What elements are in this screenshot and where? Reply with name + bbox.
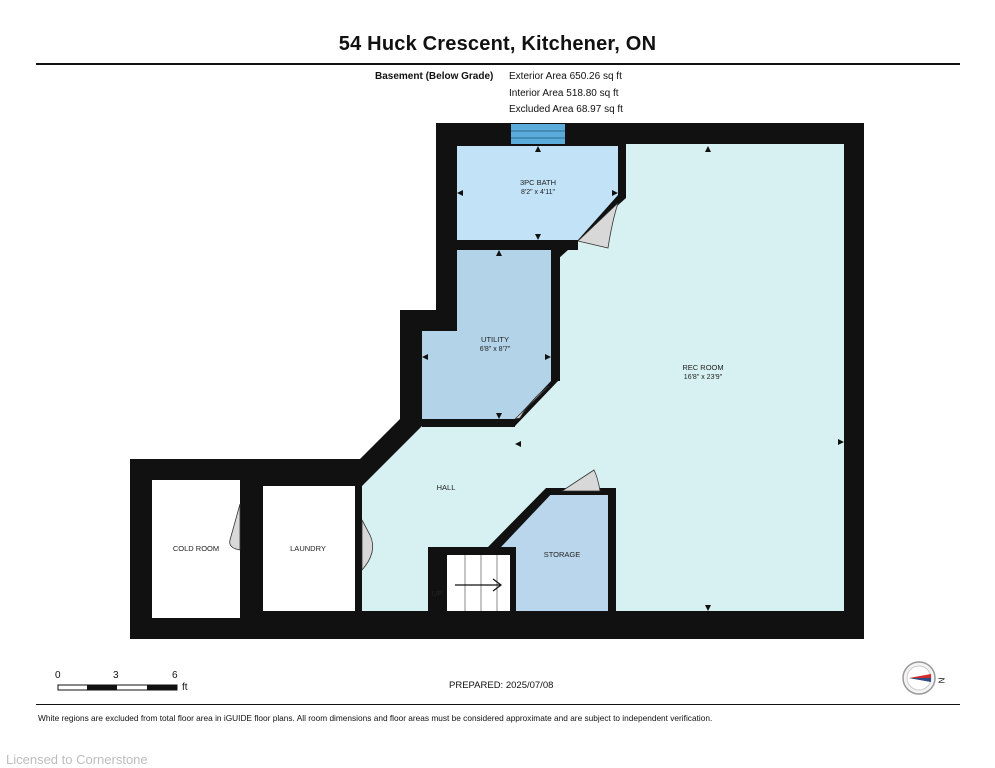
- footer-note: White regions are excluded from total fl…: [38, 713, 713, 723]
- compass-icon: [902, 661, 936, 695]
- laundry-label: LAUNDRY: [290, 544, 326, 553]
- rec-room-label: REC ROOM: [682, 363, 723, 372]
- bath-dims: 8'2" x 4'11": [521, 189, 555, 196]
- utility-label: UTILITY: [481, 335, 509, 344]
- cold-room-label: COLD ROOM: [173, 544, 219, 553]
- footer-rule: [36, 704, 960, 705]
- interior-area: Interior Area 518.80 sq ft: [509, 88, 619, 99]
- stairs: [428, 547, 516, 611]
- stairs-up-label: UP: [432, 589, 442, 598]
- scale-label-0: 0: [55, 670, 61, 681]
- rec-room-dims: 16'8" x 23'9": [684, 374, 723, 381]
- excluded-area: Excluded Area 68.97 sq ft: [509, 104, 623, 115]
- scale-label-6: 6: [172, 670, 178, 681]
- hall-label: HALL: [437, 483, 456, 492]
- cold-room-floor: [152, 480, 240, 618]
- bath-label: 3PC BATH: [520, 178, 556, 187]
- license-watermark: Licensed to Cornerstone: [6, 752, 148, 767]
- compass-north-label: N: [936, 677, 946, 684]
- scale-bar: [57, 684, 178, 691]
- storage-floor: [495, 495, 608, 611]
- utility-floor: [422, 250, 551, 419]
- level-name: Basement (Below Grade): [375, 71, 494, 82]
- interior-walls: [240, 144, 626, 619]
- utility-dims: 6'8" x 8'7": [480, 346, 511, 353]
- plan-title: 54 Huck Crescent, Kitchener, ON: [338, 33, 657, 55]
- window: [511, 124, 565, 144]
- prepared-date: PREPARED: 2025/07/08: [449, 680, 554, 691]
- storage-label: STORAGE: [544, 550, 581, 559]
- exterior-area: Exterior Area 650.26 sq ft: [509, 71, 622, 82]
- scale-label-3: 3: [113, 670, 119, 681]
- title-rule: [36, 63, 960, 65]
- bath-floor: [457, 146, 618, 240]
- door-swings: [229, 202, 619, 572]
- rec-room-floor: [362, 144, 844, 611]
- scale-unit: ft: [182, 682, 188, 693]
- laundry-floor: [263, 486, 355, 611]
- dimension-arrows: [422, 146, 844, 611]
